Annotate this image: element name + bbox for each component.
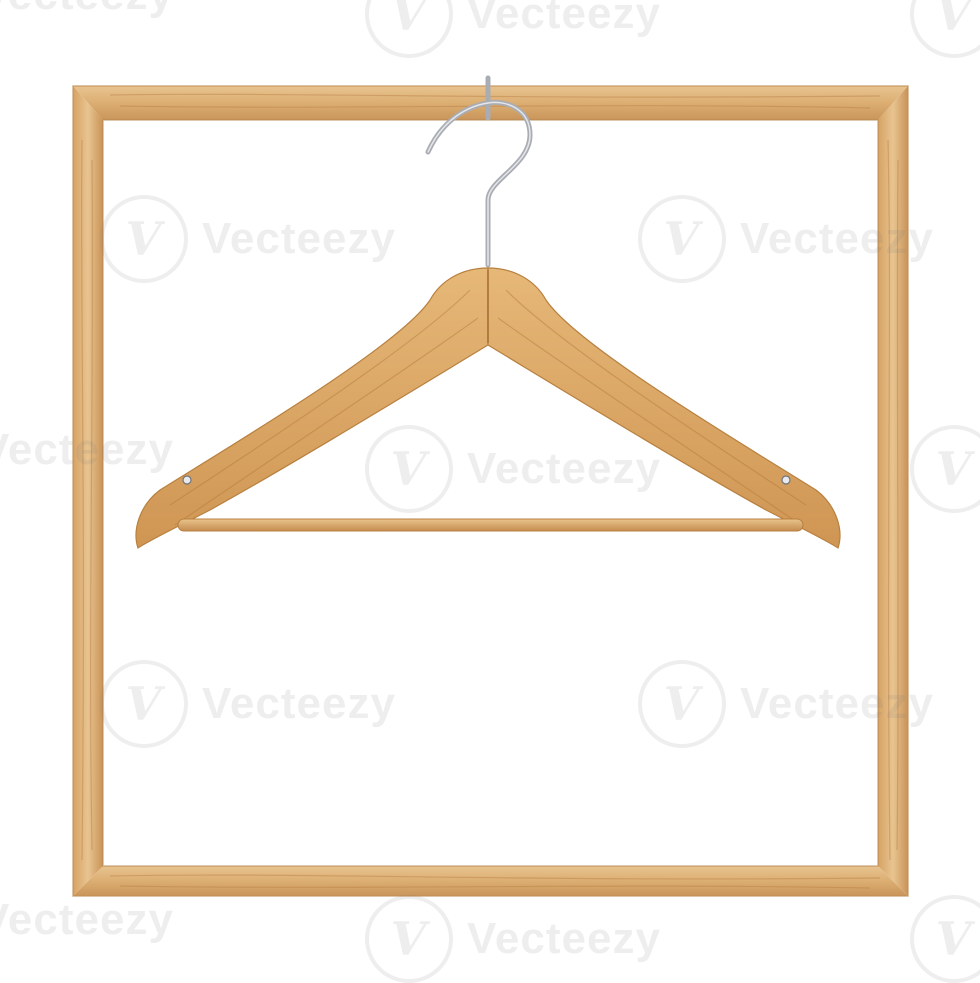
metal-hook (425, 75, 533, 268)
screw-right (781, 475, 791, 485)
frame-left-bar (73, 86, 103, 896)
frame-bottom-bar (73, 866, 908, 896)
hanger-left-arm (135, 267, 489, 549)
wooden-hanger (135, 267, 841, 549)
screw-left (182, 475, 192, 485)
hanger-right-arm (487, 267, 841, 549)
frame-right-bar (878, 86, 908, 896)
wooden-frame (72, 85, 909, 897)
hanger-trouser-bar (177, 518, 804, 532)
